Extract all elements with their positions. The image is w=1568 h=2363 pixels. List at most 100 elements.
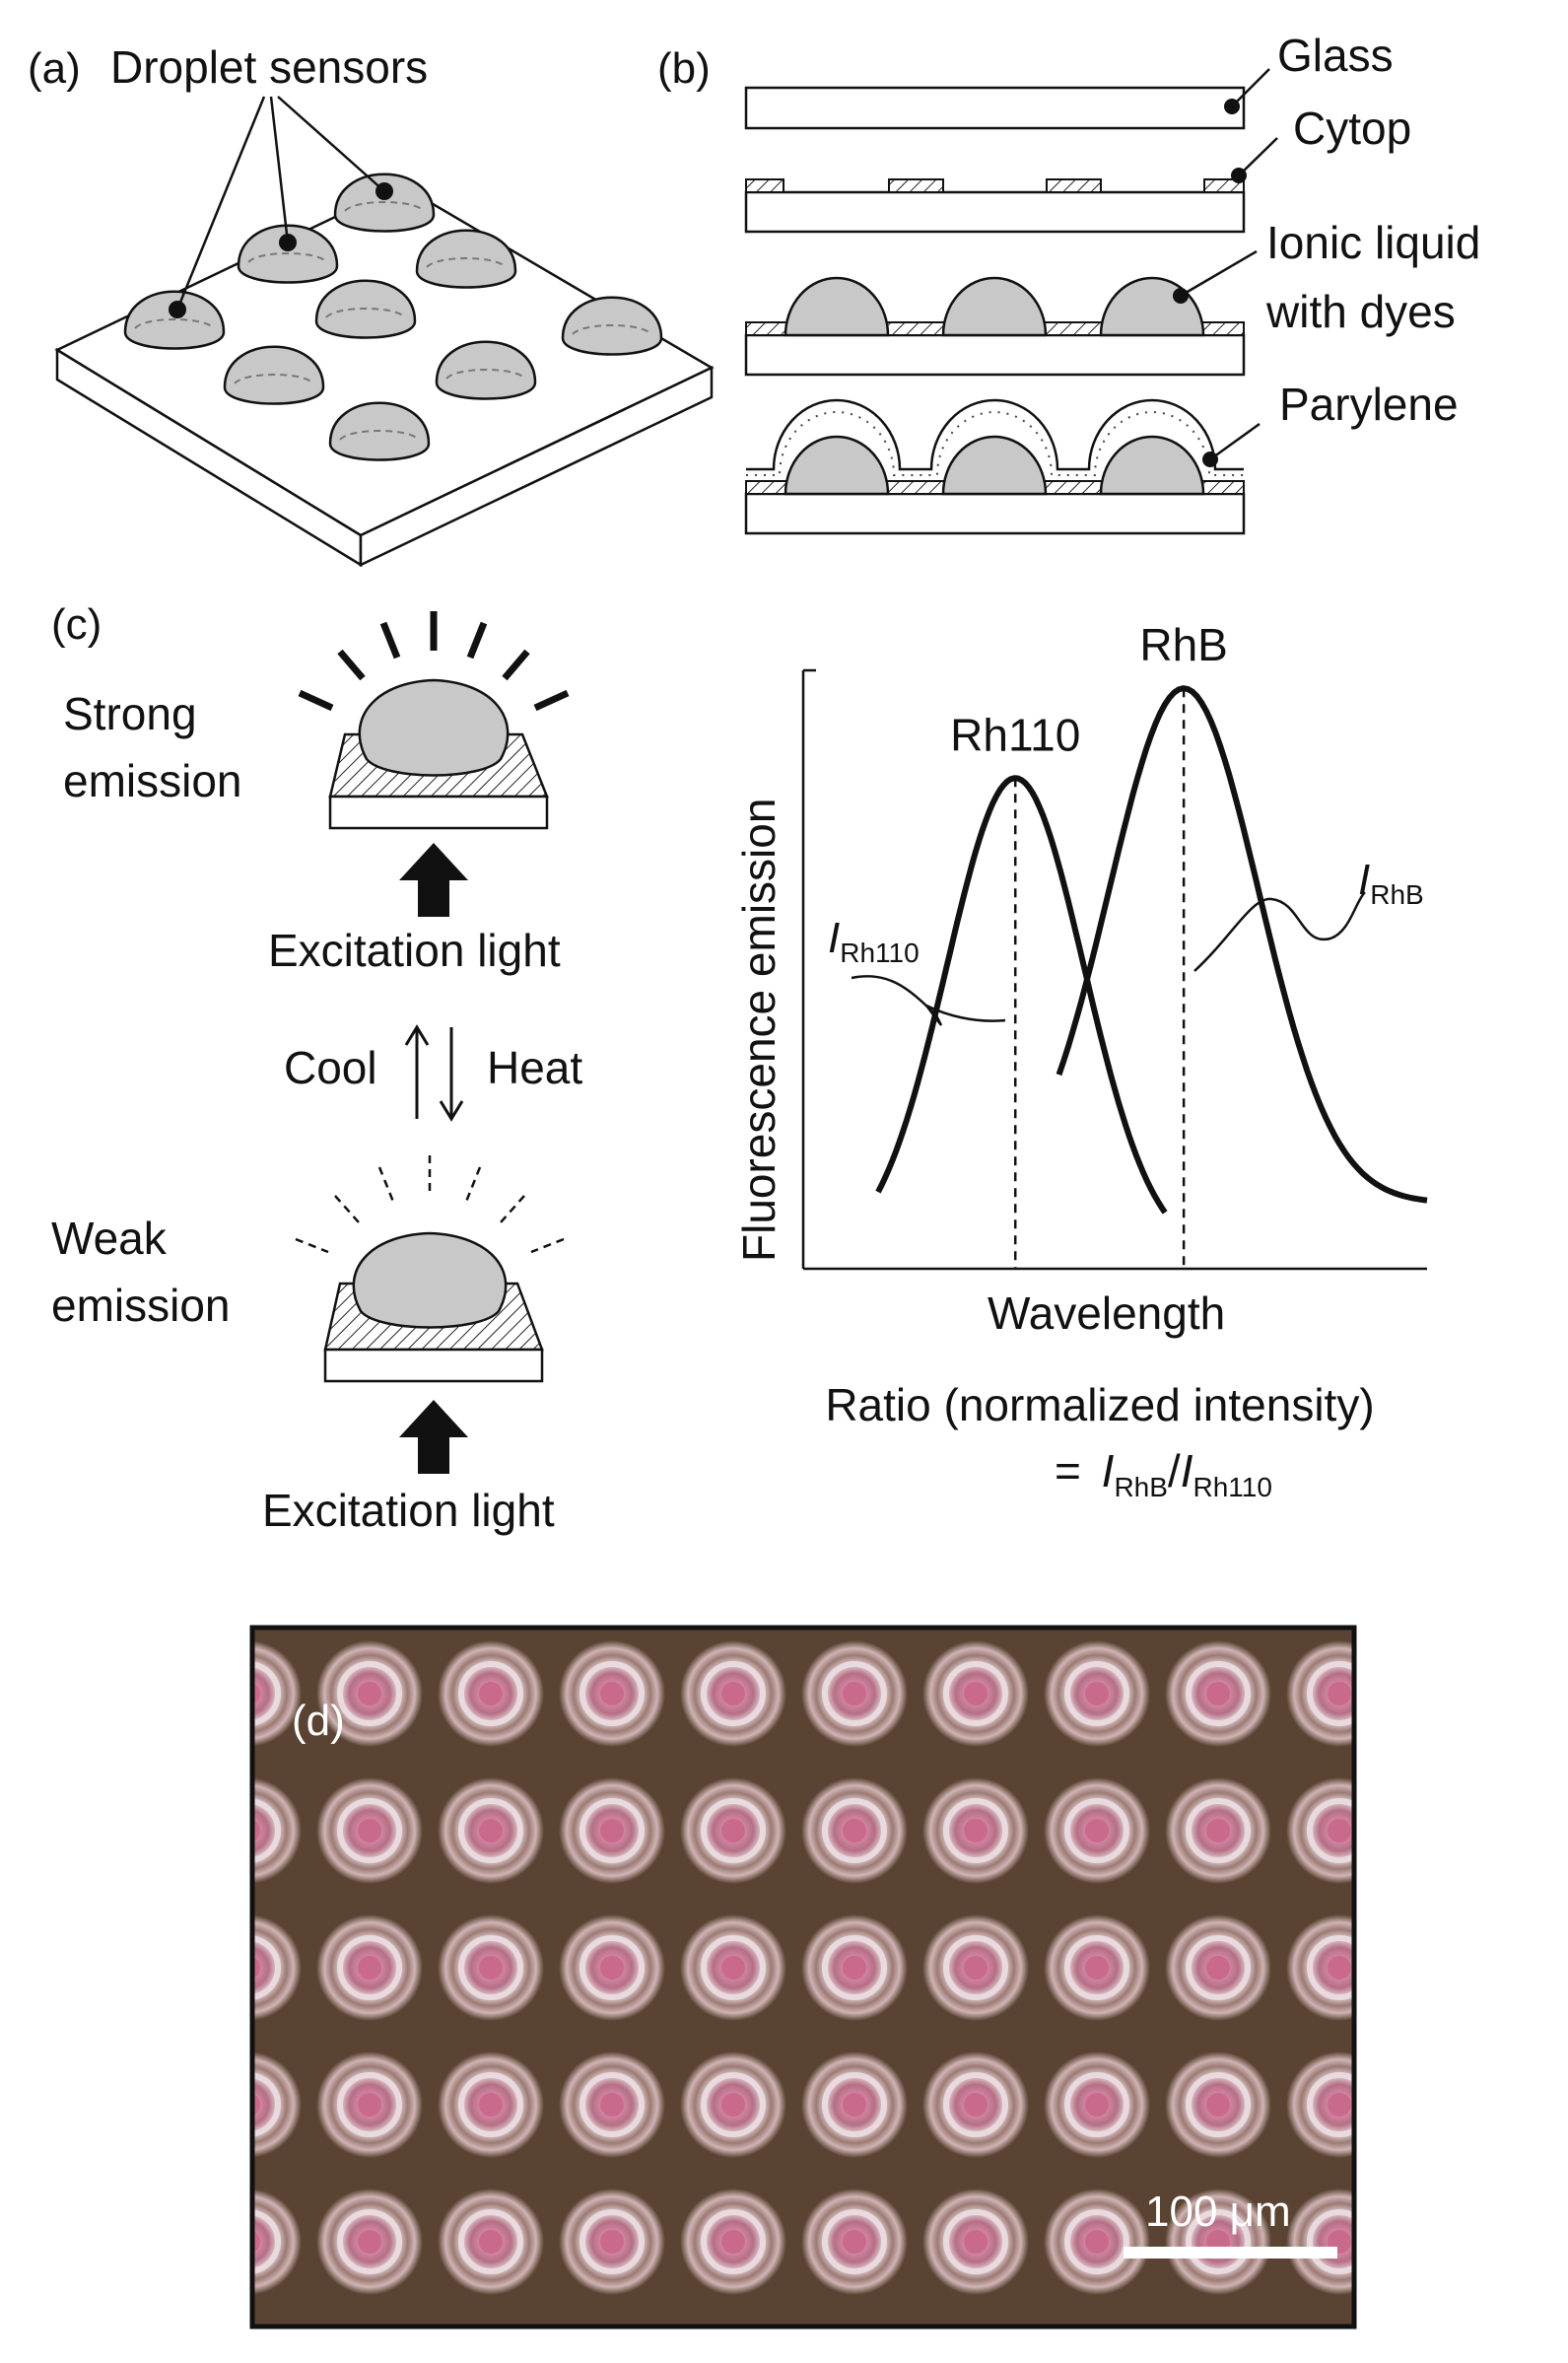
droplet-dome-rim xyxy=(426,257,507,268)
micro-droplet xyxy=(1407,2051,1514,2158)
micro-droplet-ring xyxy=(337,1661,402,1726)
micro-droplet-core xyxy=(600,1819,624,1842)
micro-droplet-ring xyxy=(254,1661,281,1726)
micro-droplet-ring xyxy=(943,1661,1008,1726)
micro-droplet-core xyxy=(1449,1819,1472,1842)
micro-droplet-ring xyxy=(254,2209,281,2274)
ionic-droplet xyxy=(784,435,890,496)
micro-droplet-core xyxy=(1206,1956,1230,1980)
micro-droplet-ring xyxy=(458,1661,523,1726)
droplet-dome-rim xyxy=(234,374,314,384)
micro-droplet-ring xyxy=(1186,1935,1251,2000)
micro-droplet-ring xyxy=(1186,2072,1251,2137)
micro-droplet-ring xyxy=(1431,2075,1490,2134)
leader-line xyxy=(269,96,290,243)
with-dyes-label: with dyes xyxy=(1265,286,1456,337)
glass-slide xyxy=(744,190,1246,234)
micro-droplet-core xyxy=(254,2094,260,2116)
ionic-droplet xyxy=(941,276,1048,337)
leader-line xyxy=(1238,137,1278,176)
micro-droplet-ring xyxy=(1307,1798,1352,1863)
micro-droplet-core xyxy=(721,1819,745,1842)
micro-droplet-core xyxy=(1085,1682,1109,1705)
micro-droplet-ring xyxy=(822,1661,887,1726)
micro-droplet-ring xyxy=(701,1935,766,2000)
micro-droplet-ring xyxy=(1186,1798,1251,1863)
micro-droplet-ring xyxy=(943,2209,1008,2274)
glass-label: Glass xyxy=(1277,30,1394,81)
micro-droplet-core xyxy=(721,2230,745,2254)
micro-droplet-ring xyxy=(1186,1661,1251,1726)
micro-droplet-ring xyxy=(458,1798,523,1863)
micro-droplet-ring xyxy=(458,2209,523,2274)
cytop-pad xyxy=(888,178,944,193)
micro-droplet-core xyxy=(600,2093,624,2117)
droplet-dome-rim xyxy=(445,369,526,380)
substrate-right-side xyxy=(359,366,714,567)
cytop-pad xyxy=(745,178,784,193)
micro-droplet-ring xyxy=(337,2209,402,2274)
micro-droplet-core xyxy=(843,2230,866,2254)
micro-droplet xyxy=(254,1777,302,1884)
cool-arrowhead xyxy=(404,1024,430,1046)
emission-spectrum-chart: Fluorescence emission Wavelength Rh110 R… xyxy=(733,619,1428,1339)
ionic-droplet xyxy=(1099,435,1205,496)
micro-droplet xyxy=(254,1640,302,1747)
panel-d-micrograph: (d) 100 μm xyxy=(249,1625,1514,2329)
glass-slide xyxy=(328,795,549,830)
micro-droplet-ring xyxy=(254,2072,281,2137)
excitation-arrow xyxy=(399,843,468,917)
micro-droplet-ring xyxy=(579,1798,645,1863)
series-rh110-curve xyxy=(875,775,1168,1215)
weak-emission-label-2: emission xyxy=(51,1280,231,1331)
micro-droplet-ring xyxy=(701,2072,766,2137)
droplet-dome-rim xyxy=(339,430,420,441)
micro-droplet-ring xyxy=(822,2072,887,2137)
photo-border xyxy=(249,1625,1357,2329)
micro-droplet-ring xyxy=(1431,1801,1490,1860)
micro-droplet-core xyxy=(964,2230,988,2254)
micro-droplet-ring xyxy=(579,2209,645,2274)
panel-d-label: (d) xyxy=(292,1697,345,1745)
strong-emission-label-2: emission xyxy=(63,755,242,806)
micro-droplet-ring xyxy=(458,1935,523,2000)
micro-droplet-ring xyxy=(1431,1664,1490,1723)
heat-label: Heat xyxy=(487,1042,582,1093)
excitation-label-top: Excitation light xyxy=(268,925,561,976)
micro-droplet-ring xyxy=(701,2209,766,2274)
excitation-label-bottom: Excitation light xyxy=(262,1485,555,1536)
micro-droplet-ring xyxy=(579,2072,645,2137)
micro-droplet-ring xyxy=(822,1935,887,2000)
micro-droplet-core xyxy=(358,2093,381,2117)
micro-droplet-core xyxy=(1206,2093,1230,2117)
panel-b-label: (b) xyxy=(657,44,711,93)
micro-droplet-ring xyxy=(458,2072,523,2137)
micro-droplet-core xyxy=(1085,2093,1109,2117)
micro-droplet xyxy=(1407,1777,1514,1884)
micro-droplet-ring xyxy=(943,1798,1008,1863)
micro-droplet-core xyxy=(1328,2093,1351,2117)
micro-droplet-core xyxy=(1085,1819,1109,1842)
ratio-formula: Ratio (normalized intensity) = IRhB/IRh1… xyxy=(825,1379,1374,1502)
micro-droplet-core xyxy=(479,2093,503,2117)
strong-emission-rays xyxy=(298,611,570,712)
micro-droplet-core xyxy=(1328,1956,1351,1980)
parylene-label: Parylene xyxy=(1279,379,1459,430)
micro-droplet-core xyxy=(1449,2093,1472,2117)
i-rh110-annotation: IRh110 xyxy=(828,914,920,968)
glass-slide xyxy=(744,333,1246,377)
micro-droplet-core xyxy=(1206,1682,1230,1705)
micro-droplet-core xyxy=(358,1956,381,1980)
micro-droplet-core xyxy=(358,1819,381,1842)
leader-line xyxy=(175,96,266,311)
micro-droplet-core xyxy=(254,1820,260,1842)
strong-emission-label-1: Strong xyxy=(63,688,197,739)
micro-droplet-core xyxy=(358,2230,381,2254)
micro-droplet-core xyxy=(1328,1682,1351,1705)
micro-droplet-ring xyxy=(1431,1938,1490,1997)
micro-droplet-ring xyxy=(1064,2209,1129,2274)
micro-droplet-ring xyxy=(579,1935,645,2000)
micro-droplet-ring xyxy=(701,1798,766,1863)
micro-droplet-ring xyxy=(1307,1661,1352,1726)
